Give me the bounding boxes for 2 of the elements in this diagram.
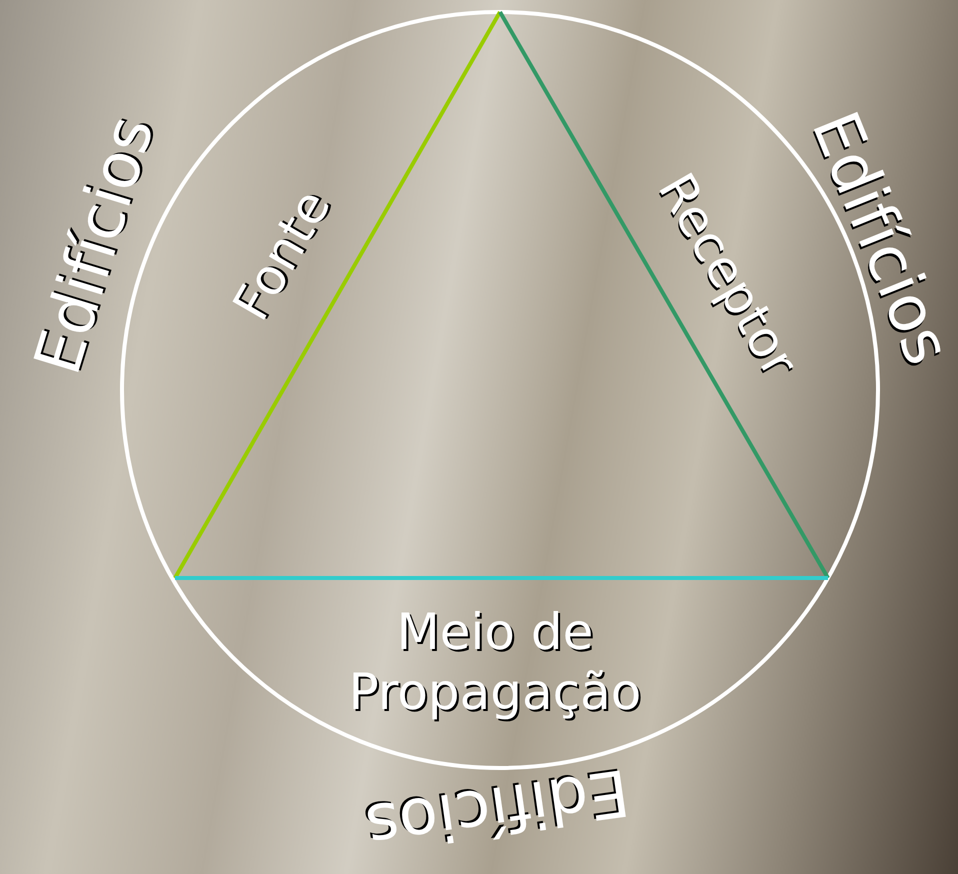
ring-label: Edifícios xyxy=(360,752,634,864)
side-label: Meio de Propagação xyxy=(348,602,642,722)
